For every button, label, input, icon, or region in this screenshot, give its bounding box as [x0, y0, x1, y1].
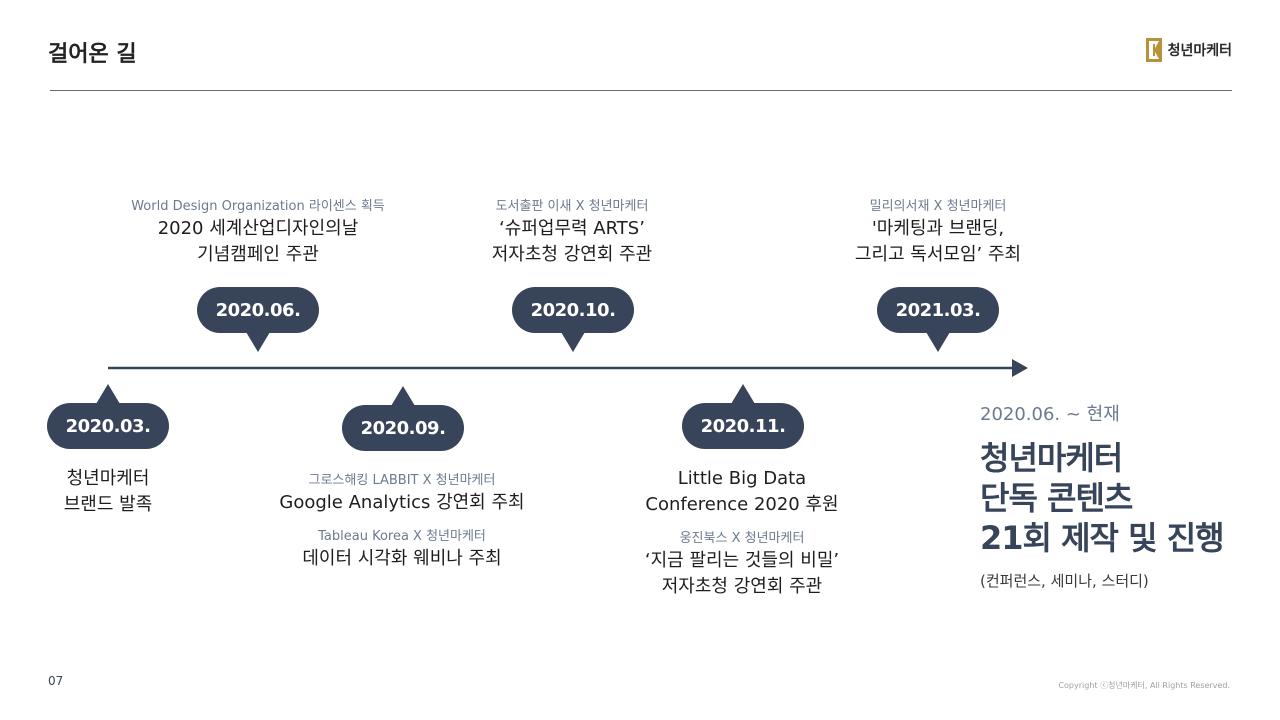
milestone-title: 저자초청 강연회 주관: [661, 576, 823, 597]
milestone-date-2020-06: 2020.06.: [197, 287, 319, 333]
milestone-2020-10-text: 도서출판 이새 X 청년마케터 ‘슈퍼업무력 ARTS’ 저자초청 강연회 주관: [422, 198, 722, 268]
summary-line: 단독 콘텐츠: [980, 479, 1133, 517]
logo: 청년마케터: [1145, 38, 1232, 62]
milestone-date-2020-03: 2020.03.: [47, 403, 169, 449]
summary-block: 2020.06. ~ 현재 청년마케터 단독 콘텐츠 21회 제작 및 진행 (…: [980, 400, 1225, 591]
summary-note: (컨퍼런스, 세미나, 스터디): [980, 572, 1149, 590]
milestone-subtitle: 웅진북스 X 청년마케터: [679, 531, 805, 546]
header-divider: [50, 90, 1232, 91]
logo-text: 청년마케터: [1167, 43, 1232, 59]
milestone-title: 기념캠페인 주관: [197, 244, 319, 265]
milestone-subtitle: 도서출판 이새 X 청년마케터: [495, 199, 649, 214]
milestone-date-2021-03: 2021.03.: [877, 287, 999, 333]
milestone-subtitle: 밀리의서재 X 청년마케터: [869, 199, 1007, 214]
milestone-title: 데이터 시각화 웨비나 주최: [302, 548, 502, 569]
page-number: 07: [48, 674, 64, 688]
milestone-subtitle: World Design Organization 라이센스 획득: [131, 199, 385, 214]
arrow-head-icon: [1012, 359, 1028, 377]
milestone-title: Conference 2020 후원: [645, 494, 839, 515]
milestone-date-2020-10: 2020.10.: [512, 287, 634, 333]
milestone-title: '마케팅과 브랜딩,: [871, 218, 1005, 239]
milestone-title: ‘지금 팔리는 것들의 비밀’: [644, 550, 840, 571]
milestone-2020-09-text: 그로스해킹 LABBIT X 청년마케터 Google Analytics 강연…: [252, 472, 552, 572]
milestone-2020-06-text: World Design Organization 라이센스 획득 2020 세…: [108, 198, 408, 268]
milestone-title: 2020 세계산업디자인의날: [157, 218, 359, 239]
milestone-2020-11-text: Little Big Data Conference 2020 후원 웅진북스 …: [592, 466, 892, 600]
page-title: 걸어온 길: [48, 42, 137, 67]
summary-line: 21회 제작 및 진행: [980, 519, 1225, 557]
summary-headline: 청년마케터 단독 콘텐츠 21회 제작 및 진행: [980, 438, 1225, 558]
milestone-title: 저자초청 강연회 주관: [491, 244, 653, 265]
milestone-subtitle: Tableau Korea X 청년마케터: [318, 529, 486, 544]
milestone-title: Little Big Data: [677, 468, 807, 489]
copyright-text: Copyright ⓒ청년마케터, All Rights Reserved.: [1058, 681, 1230, 690]
milestone-title: 그리고 독서모임’ 주최: [854, 244, 1022, 265]
milestone-title: 브랜드 발족: [63, 494, 153, 515]
milestone-2020-03-text: 청년마케터 브랜드 발족: [38, 466, 178, 518]
milestone-title: Google Analytics 강연회 주최: [279, 492, 525, 513]
milestone-title: 청년마케터: [66, 468, 150, 489]
milestone-date-2020-11: 2020.11.: [682, 403, 804, 449]
milestone-2021-03-text: 밀리의서재 X 청년마케터 '마케팅과 브랜딩, 그리고 독서모임’ 주최: [788, 198, 1088, 268]
logo-mark-icon: [1145, 38, 1162, 62]
summary-line: 청년마케터: [980, 439, 1123, 477]
summary-period: 2020.06. ~ 현재: [980, 404, 1120, 425]
milestone-title: ‘슈퍼업무력 ARTS’: [499, 218, 645, 239]
milestone-date-2020-09: 2020.09.: [342, 405, 464, 451]
milestone-subtitle: 그로스해킹 LABBIT X 청년마케터: [308, 473, 496, 488]
